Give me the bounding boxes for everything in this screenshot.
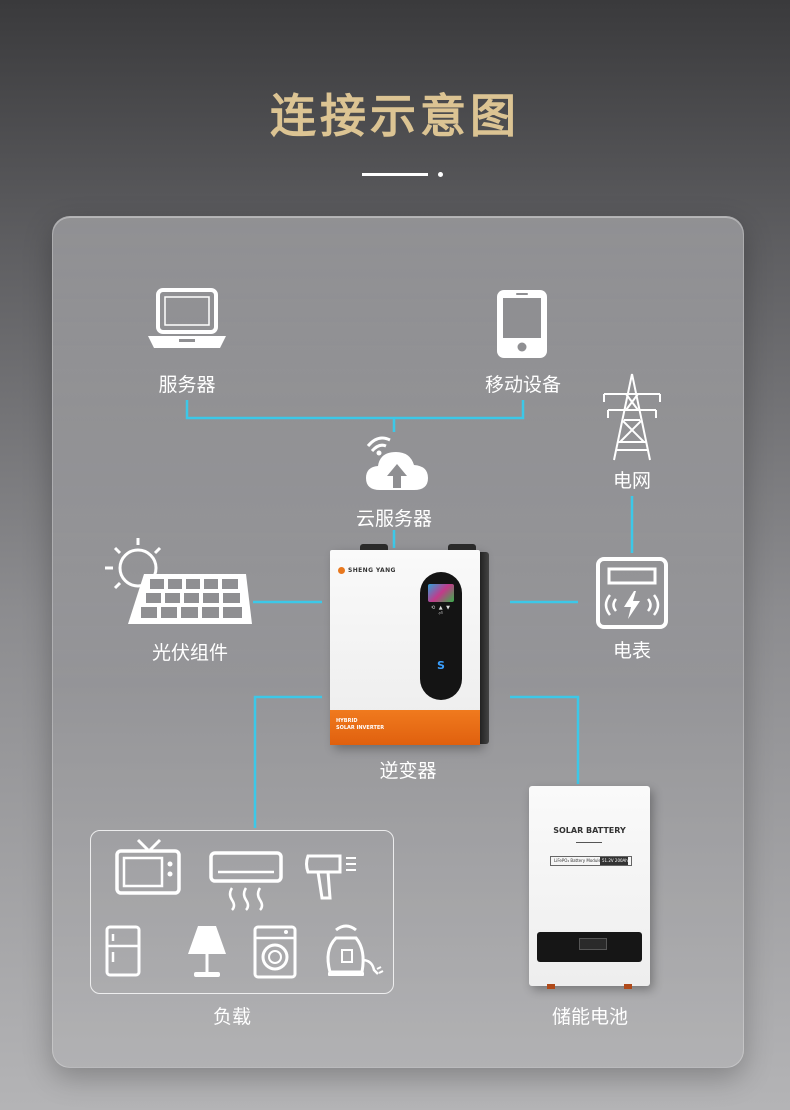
inverter-label: 逆变器 [379,760,437,782]
battery-control-panel [537,932,642,962]
title-dot [438,172,443,177]
power-tower-icon [603,373,661,461]
inverter-screen [428,584,454,602]
inverter-brand: SHENG YANG [338,567,396,574]
inverter-load-line [253,695,322,828]
battery-lcd [579,938,607,950]
battery-foot [624,984,632,989]
inverter-buttons: ⟲ ▲ ▼ ⏎ [430,605,452,617]
brand-logo-icon [338,567,345,574]
inverter-battery-line [510,695,580,784]
solar-label: 光伏组件 [151,642,228,664]
load-label: 负载 [212,1006,251,1028]
electric-meter-icon [596,557,668,629]
server-label: 服务器 [158,374,216,396]
wifi-icon [366,436,391,456]
battery-device: SOLAR BATTERY LiFePO₄ Battery Module51.2… [529,786,650,989]
grid-label: 电网 [612,470,651,492]
load-box [90,830,394,994]
mobile-label: 移动设备 [484,374,561,396]
inverter-device: SHENG YANG ⟲ ▲ ▼ ⏎ S HYBRID SOLAR INVERT… [330,544,480,745]
kettle-icon [326,924,384,976]
inverter-display: ⟲ ▲ ▼ ⏎ S [420,572,462,700]
server-cloud-line [185,400,525,420]
cloud-icon [366,436,428,490]
meter-label: 电表 [612,640,651,662]
inverter-s-logo-icon: S [437,659,445,672]
inverter-orange-band: HYBRID SOLAR INVERTER [330,710,480,745]
inverter-side [480,552,489,744]
page-title: 连接示意图 [270,89,520,143]
lamp-icon [188,926,226,977]
cloud-label: 云服务器 [355,508,432,530]
inverter-product-name: HYBRID SOLAR INVERTER [336,718,385,731]
washing-machine-icon [253,925,297,979]
battery-label: 储能电池 [551,1006,628,1028]
inverter-top-tab [448,544,476,550]
smartphone-icon [497,290,547,358]
battery-foot [547,984,555,989]
inverter-top-tab [360,544,388,550]
title-underline [362,173,428,176]
battery-title: SOLAR BATTERY [553,826,626,835]
air-conditioner-icon [209,851,283,911]
laptop-icon [148,288,226,348]
solar-panel-icon [105,538,252,624]
tv-icon [115,838,181,895]
hair-dryer-icon [305,854,356,900]
refrigerator-icon [105,925,141,977]
sun-icon [105,538,162,590]
battery-spec: LiFePO₄ Battery Module51.2V 200Ah [550,856,632,866]
battery-divider [576,842,602,843]
